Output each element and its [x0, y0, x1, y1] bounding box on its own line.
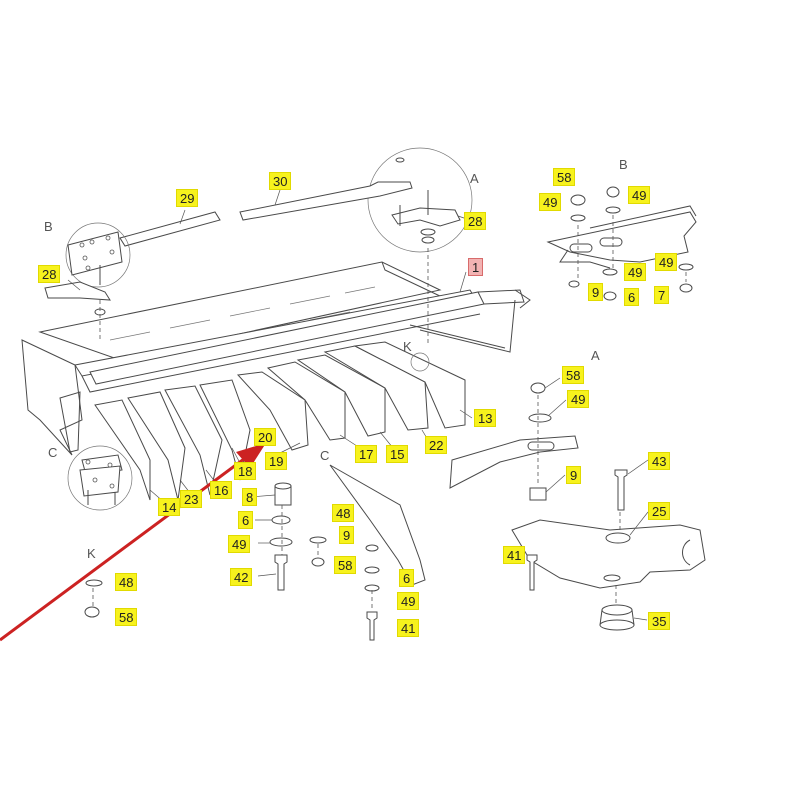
detail-label-b-top: B — [619, 157, 628, 172]
part-tag-17[interactable]: 17 — [355, 445, 378, 463]
part-tag-25[interactable]: 25 — [648, 502, 671, 520]
detail-k-left — [84, 579, 103, 618]
part-tag-49-stack[interactable]: 49 — [228, 535, 251, 553]
part-tag-28-left[interactable]: 28 — [38, 265, 61, 283]
part-tag-49-a[interactable]: 49 — [567, 390, 590, 408]
part-tag-58-b[interactable]: 58 — [553, 168, 576, 186]
part-tag-9-a[interactable]: 9 — [566, 466, 582, 484]
part-30-bar — [239, 181, 413, 221]
part-29-bar — [119, 211, 221, 247]
detail-label-c-mid: C — [320, 448, 330, 463]
detail-c-left — [67, 445, 133, 511]
part-tag-43[interactable]: 43 — [648, 452, 671, 470]
part-tag-13[interactable]: 13 — [474, 409, 497, 427]
detail-a-right — [449, 382, 706, 631]
part-tag-19[interactable]: 19 — [265, 452, 288, 470]
part-tag-49-b1[interactable]: 49 — [628, 186, 651, 204]
detail-label-b-left: B — [44, 219, 53, 234]
detail-b-right — [546, 186, 697, 301]
part-tag-23[interactable]: 23 — [180, 490, 203, 508]
part-tag-58-k[interactable]: 58 — [115, 608, 138, 626]
part-tag-41-c[interactable]: 41 — [397, 619, 420, 637]
detail-label-a-right: A — [591, 348, 600, 363]
part-tag-29[interactable]: 29 — [176, 189, 199, 207]
part-tag-6-b[interactable]: 6 — [624, 288, 640, 306]
part-tag-18[interactable]: 18 — [234, 462, 257, 480]
finger-plates — [94, 341, 466, 501]
part-tag-49-b2[interactable]: 49 — [539, 193, 562, 211]
fastener-stack — [269, 482, 293, 591]
part-tag-9-b[interactable]: 9 — [588, 283, 604, 301]
part-tag-15[interactable]: 15 — [386, 445, 409, 463]
part-tag-6-stack[interactable]: 6 — [238, 511, 254, 529]
part-tag-16[interactable]: 16 — [210, 481, 233, 499]
detail-label-k-mid: K — [403, 339, 412, 354]
part-tag-7[interactable]: 7 — [654, 286, 670, 304]
part-tag-49-b4[interactable]: 49 — [655, 253, 678, 271]
part-tag-48-c[interactable]: 48 — [332, 504, 355, 522]
detail-label-c-left: C — [48, 445, 58, 460]
part-tag-30[interactable]: 30 — [269, 172, 292, 190]
part-tag-20[interactable]: 20 — [254, 428, 277, 446]
part-tag-28-top[interactable]: 28 — [464, 212, 487, 230]
part-tag-8[interactable]: 8 — [242, 488, 258, 506]
part-tag-48-k[interactable]: 48 — [115, 573, 138, 591]
part-tag-42[interactable]: 42 — [230, 568, 253, 586]
part-tag-49-b3[interactable]: 49 — [624, 263, 647, 281]
red-arrow — [0, 443, 266, 642]
part-tag-22[interactable]: 22 — [425, 436, 448, 454]
part-tag-49-c[interactable]: 49 — [397, 592, 420, 610]
main-frame — [21, 261, 531, 456]
part-tag-58-c[interactable]: 58 — [334, 556, 357, 574]
part-tag-14[interactable]: 14 — [158, 498, 181, 516]
part-tag-1[interactable]: 1 — [468, 258, 484, 276]
detail-c-mid — [309, 464, 426, 641]
part-tag-6-c[interactable]: 6 — [399, 569, 415, 587]
detail-label-a-top: A — [470, 171, 479, 186]
part-tag-41-a[interactable]: 41 — [503, 546, 526, 564]
detail-b-left — [44, 222, 131, 340]
part-tag-35[interactable]: 35 — [648, 612, 671, 630]
part-tag-58-a[interactable]: 58 — [562, 366, 585, 384]
detail-label-k-left: K — [87, 546, 96, 561]
detail-a-top — [367, 147, 473, 372]
part-tag-9-c[interactable]: 9 — [339, 526, 355, 544]
